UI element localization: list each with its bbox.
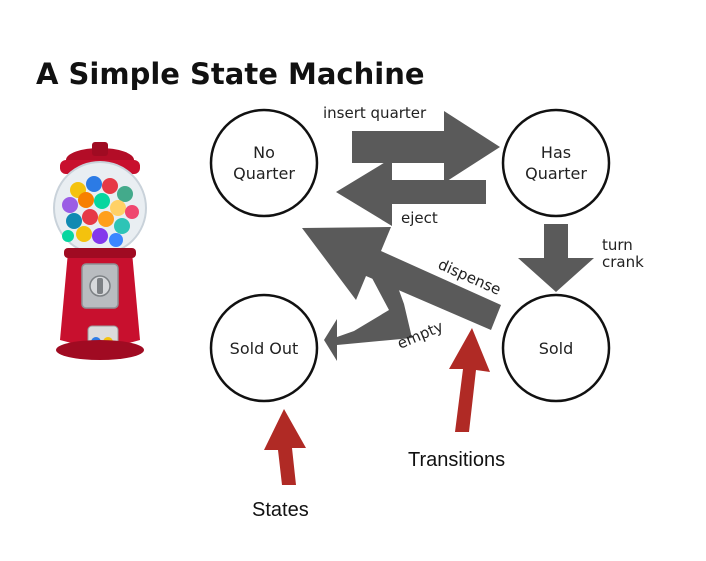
callout-arrow-states <box>264 409 306 485</box>
transition-arrow-insert-quarter <box>352 111 500 183</box>
transition-label-turn-crank-line1: turn <box>602 236 633 254</box>
transition-arrow-turn-crank <box>518 224 594 292</box>
state-label-sold: Sold <box>539 339 574 358</box>
state-sold-out <box>209 293 319 403</box>
callout-label-transitions: Transitions <box>408 449 505 471</box>
transition-label-eject: eject <box>401 209 438 227</box>
transition-arrow-dispense <box>302 227 501 330</box>
transition-arrow-eject <box>336 158 486 226</box>
state-label-sold-out: Sold Out <box>230 339 299 358</box>
state-sold <box>501 293 611 403</box>
state-label-no-quarter-line2: Quarter <box>233 164 295 183</box>
transition-label-insert-quarter: insert quarter <box>323 104 427 122</box>
state-label-has-quarter-line1: Has <box>541 143 571 162</box>
slide-title: A Simple State Machine <box>36 57 425 91</box>
gumballs <box>62 176 139 247</box>
state-has-quarter <box>501 108 611 218</box>
callout-arrow-transitions <box>449 328 490 432</box>
transition-label-turn-crank-line2: crank <box>602 253 644 271</box>
transition-arrow-empty <box>324 278 412 361</box>
callout-label-states: States <box>252 499 309 521</box>
state-no-quarter <box>209 108 319 218</box>
state-label-has-quarter-line2: Quarter <box>525 164 587 183</box>
gumball-machine-image <box>53 142 147 360</box>
state-label-no-quarter-line1: No <box>253 143 275 162</box>
